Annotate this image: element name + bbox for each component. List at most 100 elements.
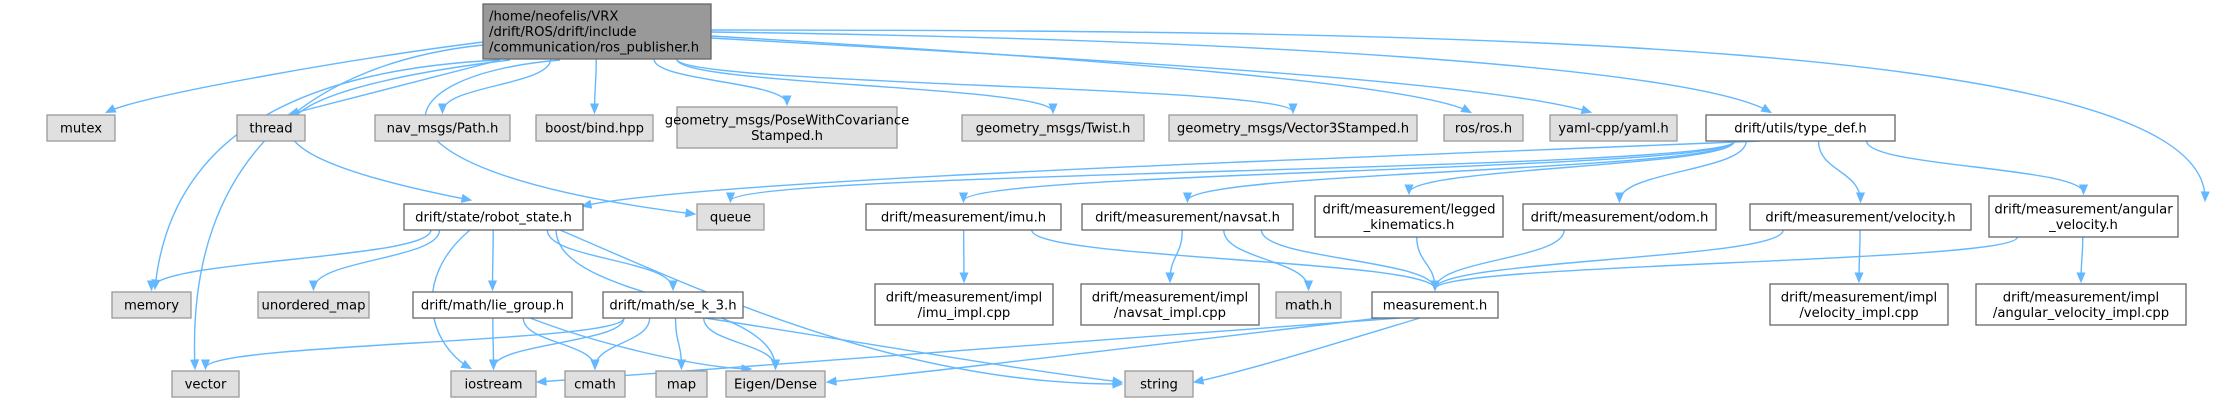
edge-root-to-thread	[287, 59, 501, 117]
edge-root-to-nav_path	[437, 58, 552, 115]
node-box	[111, 291, 192, 319]
node-label-line: /home/neofelis/VRX	[489, 10, 618, 25]
node-math-h: math.h	[1275, 291, 1342, 319]
node-se-k-3[interactable]: drift/math/se_k_3.h	[602, 291, 744, 319]
edge-robot_state-to-unordered_map	[308, 229, 441, 292]
node-label-line: _kinematics.h	[1363, 218, 1455, 233]
node-box	[865, 203, 1062, 231]
node-imu-impl[interactable]: drift/measurement/impl/imu_impl.cpp	[874, 283, 1054, 326]
arrowhead	[1430, 280, 1440, 292]
node-velocity-impl[interactable]: drift/measurement/impl/velocity_impl.cpp	[1769, 283, 1949, 326]
arrowhead	[676, 359, 687, 371]
edge-line	[491, 229, 494, 290]
edge-se_k_3-to-vector	[200, 317, 625, 371]
arrowhead	[580, 199, 593, 209]
edge-root-to-mutex	[104, 41, 484, 113]
node-box	[412, 291, 573, 319]
edge-line	[289, 59, 501, 115]
node-box	[535, 114, 654, 142]
node-memory: memory	[111, 291, 192, 319]
arrowhead	[685, 208, 697, 218]
node-label-line: drift/measurement/impl	[1092, 290, 1248, 305]
node-box	[482, 3, 712, 60]
node-label-line: nav_msgs/Path.h	[387, 122, 499, 137]
node-velocity[interactable]: drift/measurement/velocity.h	[1749, 203, 1972, 231]
edge-line	[1408, 140, 1736, 194]
node-label-line: string	[1140, 378, 1178, 393]
edge-root-to-type_def	[710, 31, 1772, 114]
node-label-line: geometry_msgs/PoseWithCovariance	[665, 113, 909, 128]
node-label-line: geometry_msgs/Vector3Stamped.h	[1177, 122, 1409, 137]
edge-line	[710, 37, 1591, 113]
node-measurement[interactable]: measurement.h	[1371, 291, 1499, 319]
node-box	[1081, 203, 1294, 231]
arrowhead	[1048, 103, 1058, 115]
arrowhead	[1182, 192, 1193, 204]
node-label-line: drift/measurement/impl	[886, 290, 1042, 305]
node-robot-state[interactable]: drift/state/robot_state.h	[403, 203, 584, 231]
node-navsat-impl[interactable]: drift/measurement/impl/navsat_impl.cpp	[1080, 283, 1260, 326]
edge-imu-to-imu_impl	[959, 229, 969, 284]
node-box	[1314, 195, 1504, 238]
node-odom[interactable]: drift/measurement/odom.h	[1522, 203, 1717, 231]
node-label-line: drift/utils/type_def.h	[1734, 122, 1866, 137]
node-label-line: geometry_msgs/Twist.h	[976, 122, 1131, 137]
edge-root-to-ros_ros	[710, 35, 1473, 114]
arrowhead	[1580, 105, 1593, 114]
arrowhead	[1288, 103, 1298, 115]
node-label-line: map	[667, 378, 696, 393]
edge-odom-to-measurement	[1430, 229, 1565, 292]
node-angular[interactable]: drift/measurement/angular_velocity.h	[1988, 195, 2179, 238]
arrowhead	[782, 95, 792, 107]
node-map: map	[655, 370, 708, 398]
edge-line	[704, 317, 1122, 383]
edge-lie_group-to-eigen	[529, 317, 753, 374]
node-box	[1975, 283, 2187, 326]
node-iostream: iostream	[450, 370, 537, 398]
node-angular-impl[interactable]: drift/measurement/impl/angular_velocity_…	[1975, 283, 2187, 326]
node-box	[676, 106, 898, 149]
node-lie-group[interactable]: drift/math/lie_group.h	[412, 291, 573, 319]
edge-se_k_3-to-string	[704, 317, 1124, 386]
edge-type_def-to-navsat	[1182, 140, 1736, 204]
arrowhead	[958, 192, 969, 204]
arrowhead	[460, 193, 473, 203]
edge-line	[710, 31, 1771, 113]
node-box	[564, 370, 626, 398]
edge-robot_state-to-se_k_3	[546, 229, 678, 292]
edge-line	[492, 317, 625, 369]
node-label-line: drift/measurement/legged	[1323, 202, 1496, 217]
node-cmath: cmath	[564, 370, 626, 398]
node-label-line: drift/measurement/impl	[1781, 290, 1937, 305]
edge-line	[676, 58, 1294, 113]
arrowhead	[1165, 272, 1175, 284]
edge-angular-to-angular_impl	[2076, 236, 2086, 284]
edge-line	[827, 317, 1381, 383]
arrowhead	[1460, 103, 1473, 114]
arrowhead	[2076, 272, 2086, 284]
node-imu[interactable]: drift/measurement/imu.h	[865, 203, 1062, 231]
edge-type_def-to-legged	[1404, 140, 1736, 196]
node-type-def[interactable]: drift/utils/type_def.h	[1705, 114, 1896, 142]
node-label-line: drift/measurement/odom.h	[1531, 211, 1709, 226]
node-navsat[interactable]: drift/measurement/navsat.h	[1081, 203, 1294, 231]
arrowhead	[1303, 280, 1314, 292]
node-legged[interactable]: drift/measurement/legged_kinematics.h	[1314, 195, 1504, 238]
edge-line	[1618, 140, 1747, 202]
node-label-line: drift/measurement/angular	[1994, 202, 2173, 217]
edge-root-to-boost_bind	[589, 58, 600, 115]
edge-line	[559, 229, 1122, 385]
node-box	[725, 370, 826, 398]
node-label-line: drift/state/robot_state.h	[415, 211, 572, 226]
edge-line	[594, 317, 651, 369]
edge-line	[1223, 229, 1310, 290]
arrowhead	[190, 359, 200, 371]
arrowhead	[1760, 103, 1772, 114]
arrowhead	[1854, 272, 1864, 284]
edge-line	[710, 35, 1471, 113]
node-unordered-map: unordered_map	[257, 291, 370, 319]
node-queue: queue	[696, 203, 765, 231]
arrowhead	[1404, 184, 1414, 196]
node-label-line: /drift/ROS/drift/include	[489, 25, 637, 40]
